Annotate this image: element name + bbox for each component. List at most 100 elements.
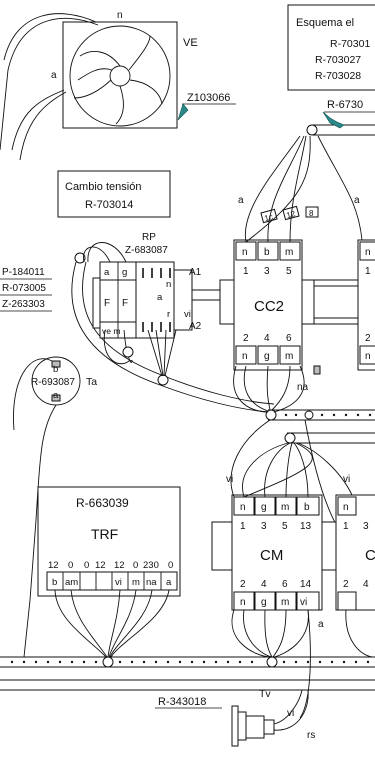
tv-label: Tv <box>259 688 271 700</box>
title-block: Esquema el R-70301 R-703027 R-703028 <box>287 4 375 91</box>
title-text: Esquema el <box>296 17 354 29</box>
cc2-wire-sleeves <box>260 205 319 224</box>
cc2-n-5: 5 <box>286 266 292 277</box>
cc2-wire-a-left: a <box>238 195 244 206</box>
cm-t-g: g <box>261 502 267 513</box>
trf-v5: 12 <box>114 560 125 571</box>
rp-a2: A2 <box>189 321 202 332</box>
contactor-cm <box>211 494 323 611</box>
ta-pin-b: b <box>53 364 58 375</box>
rp-pin-a: a <box>104 267 110 278</box>
cc1-n-1: 1 <box>365 266 371 277</box>
rp-pin-vi: vi <box>184 309 191 320</box>
cc2-wire-a-right: a <box>354 195 360 206</box>
left-ref-3: Z-263303 <box>2 299 45 310</box>
contactor-cc1-clipped <box>313 239 375 371</box>
cm-wire-vi-left: vi <box>226 474 233 485</box>
rp-pin-n: n <box>166 279 171 290</box>
clip2-n-3: 3 <box>363 521 369 532</box>
fan-wire-a: a <box>51 70 57 81</box>
trf-v4: 12 <box>95 560 106 571</box>
cc1-t-n: n <box>365 247 371 258</box>
cc2-n-6: 6 <box>286 333 292 344</box>
cm-wire-a: a <box>318 619 324 630</box>
rp-title: RP <box>142 232 156 243</box>
trf-t6: m <box>132 577 140 588</box>
cm-name: CM <box>260 547 283 564</box>
trf-t2: am <box>65 577 78 588</box>
ta-pin-a: a <box>53 390 59 401</box>
cc2-n-4: 4 <box>264 333 270 344</box>
fan-wire-n: n <box>117 10 123 21</box>
trf-t5: vi <box>115 577 122 588</box>
conduit-top <box>306 111 375 136</box>
fan-code: VE <box>183 37 198 49</box>
rp-relay <box>92 261 228 339</box>
trf-name: TRF <box>91 526 118 542</box>
fan-wire-a-line <box>11 89 65 151</box>
cm-t-n: n <box>240 502 246 513</box>
cc2-b-g: g <box>264 351 270 362</box>
rp-ref: Z-683087 <box>125 245 168 256</box>
clip2-n-1: 1 <box>343 521 349 532</box>
trf-v8: 0 <box>168 560 173 571</box>
cm-t-m: m <box>281 502 289 513</box>
harness-curve-outer <box>71 261 271 413</box>
rp-pin-a2: a <box>157 292 163 303</box>
cambio-line1: Cambio tensión <box>65 181 141 193</box>
cm-n-14: 14 <box>300 579 312 590</box>
cc2-wire-na: na <box>297 382 309 393</box>
cc2-n-3: 3 <box>264 266 270 277</box>
cc2-n-1: 1 <box>243 266 249 277</box>
cm-t-b: b <box>304 502 310 513</box>
cm-n-13: 13 <box>300 521 312 532</box>
trf-t1: b <box>52 577 57 588</box>
clip2-n-2: 2 <box>343 579 349 590</box>
cc2-n-2: 2 <box>243 333 249 344</box>
fan-ref: Z103066 <box>187 92 230 104</box>
rp-pin-f1: F <box>104 298 110 309</box>
cc2-b-n: n <box>242 351 248 362</box>
cc2-wire-8: 8 <box>309 209 314 218</box>
cambio-tension-box <box>57 170 171 218</box>
rail-bottom <box>0 656 375 691</box>
rp-pin-f2: F <box>122 298 128 309</box>
cambio-line2: R-703014 <box>85 199 133 211</box>
trf-t8: a <box>166 577 172 588</box>
left-ref-1: P-184011 <box>2 267 45 278</box>
fan-ref-pointer <box>177 103 189 121</box>
cm-wire-vi-right: vi <box>343 474 350 485</box>
trf-v2: 0 <box>68 560 73 571</box>
clip2-letter: C <box>365 547 375 564</box>
tv-wire-vi: vi <box>287 708 294 719</box>
tv-ref: R-343018 <box>158 696 206 708</box>
left-ref-2: R-073005 <box>2 283 46 294</box>
cc2-name: CC2 <box>254 298 284 315</box>
title-ref-3: R-703028 <box>315 70 361 82</box>
rp-a1: A1 <box>189 267 202 278</box>
trf-terminal-strip <box>46 571 178 591</box>
cc2-t-n: n <box>242 247 248 258</box>
ta-label: Ta <box>86 376 97 388</box>
cm-b-vi: vi <box>300 597 307 608</box>
tv-wire-rs: rs <box>307 730 315 741</box>
trf-ref: R-663039 <box>76 496 129 510</box>
clip2-t-n: n <box>343 502 349 513</box>
rail-middle-2 <box>284 432 375 444</box>
trf-t7: na <box>146 577 157 588</box>
cm-n-3: 3 <box>261 521 267 532</box>
trf-v6: 0 <box>133 560 138 571</box>
trf-v7: 230 <box>143 560 159 571</box>
cm-b-n: n <box>240 597 246 608</box>
trf-v3: 0 <box>84 560 89 571</box>
cc2-t-b: b <box>264 247 270 258</box>
cc1-n-2: 2 <box>365 333 371 344</box>
fan-wire-n-line <box>0 17 99 151</box>
title-ref-1: R-70301 <box>330 38 370 50</box>
cm-n-5: 5 <box>282 521 288 532</box>
rp-pin-vem: ve m <box>102 326 120 336</box>
cm-n-4: 4 <box>261 579 267 590</box>
cm-n-1: 1 <box>240 521 246 532</box>
clip2-n-4: 4 <box>363 579 369 590</box>
